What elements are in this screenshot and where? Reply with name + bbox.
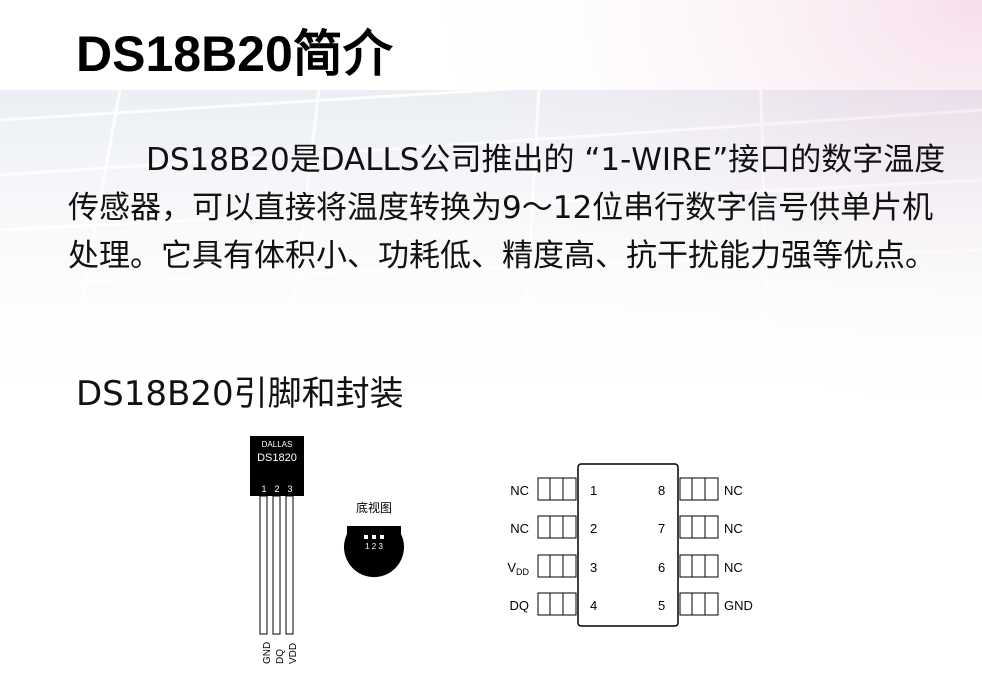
soic-left-pin-label: DQ xyxy=(510,598,530,613)
soic-left-pin-number: 3 xyxy=(590,560,597,575)
slide-title: DS18B20简介 xyxy=(76,26,393,82)
bottom-view-numbers: 1 2 3 xyxy=(365,542,383,551)
soic-left-pin-label: VDD xyxy=(507,560,529,577)
soic-left-pin-label: NC xyxy=(510,483,529,498)
soic-right-pin-label: GND xyxy=(724,598,753,613)
to92-pin-label: GND xyxy=(262,642,273,664)
soic8-package: NC NC VDD DQ 1 2 3 4 8 7 6 5 NC NC NC GN… xyxy=(507,463,753,627)
to92-brand: DALLAS xyxy=(262,440,293,449)
pin-package-heading: DS18B20引脚和封装 xyxy=(76,374,404,414)
soic-left-pin-number: 4 xyxy=(590,598,597,613)
soic-right-pin-label: NC xyxy=(724,560,743,575)
soic-left-pin-number: 2 xyxy=(590,521,597,536)
intro-paragraph: DS18B20是DALLS公司推出的 “1-WIRE”接口的数字温度传感器，可以… xyxy=(68,136,948,280)
soic-right-pin-number: 5 xyxy=(658,598,665,613)
soic-right-pin-number: 8 xyxy=(658,483,665,498)
to92-pin-label: VDD xyxy=(288,643,299,664)
to92-package: DALLAS DS1820 1 2 3 GND DQ VDD xyxy=(250,436,304,664)
soic-right-pin-number: 7 xyxy=(658,521,665,536)
to92-pin-number: 1 xyxy=(261,484,266,494)
to92-pin-number: 2 xyxy=(274,484,279,494)
to92-bottom-view: 底视图 1 2 3 xyxy=(344,500,404,578)
to92-pin-number: 3 xyxy=(287,484,292,494)
soic-right-pin-number: 6 xyxy=(658,560,665,575)
package-diagram-svg: DALLAS DS1820 1 2 3 GND DQ VDD 底视图 xyxy=(250,436,753,664)
soic-left-pin-label: NC xyxy=(510,521,529,536)
to92-part: DS1820 xyxy=(257,452,297,464)
package-diagram: DALLAS DS1820 1 2 3 GND DQ VDD 底视图 xyxy=(226,414,778,674)
soic-left-pin-number: 1 xyxy=(590,483,597,498)
soic-right-pin-label: NC xyxy=(724,521,743,536)
soic-right-pin-label: NC xyxy=(724,483,743,498)
bottom-view-label: 底视图 xyxy=(356,500,392,515)
intro-text: DS18B20是DALLS公司推出的 “1-WIRE”接口的数字温度传感器，可以… xyxy=(68,142,946,274)
to92-pin-label: DQ xyxy=(275,649,286,664)
